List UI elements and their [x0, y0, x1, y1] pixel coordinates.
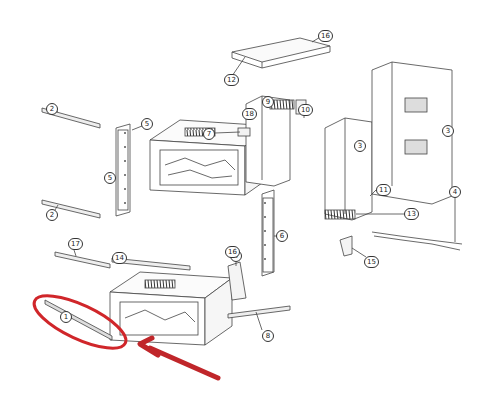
callout-number: 16: [225, 246, 240, 258]
callout-number: 5: [104, 172, 116, 184]
callout-number: 4: [449, 186, 461, 198]
callout-number: 6: [276, 230, 288, 242]
callout-number: 8: [262, 330, 274, 342]
callout-number: 3: [354, 140, 366, 152]
callout-number: 3: [442, 125, 454, 137]
callout-number: 2: [46, 103, 58, 115]
callout-number: 1: [60, 311, 72, 323]
callout-number: 11: [376, 184, 391, 196]
callout-number: 9: [262, 96, 274, 108]
callout-number: 7: [203, 128, 215, 140]
callout-number: 14: [112, 252, 127, 264]
callout-number: 12: [224, 74, 239, 86]
callout-number: 18: [242, 108, 257, 120]
callout-number: 17: [68, 238, 83, 250]
callout-number: 13: [404, 208, 419, 220]
callout-number: 2: [46, 209, 58, 221]
callout-number: 16: [318, 30, 333, 42]
callout-number: 15: [364, 256, 379, 268]
callout-number: 10: [298, 104, 313, 116]
callout-number: 5: [141, 118, 153, 130]
